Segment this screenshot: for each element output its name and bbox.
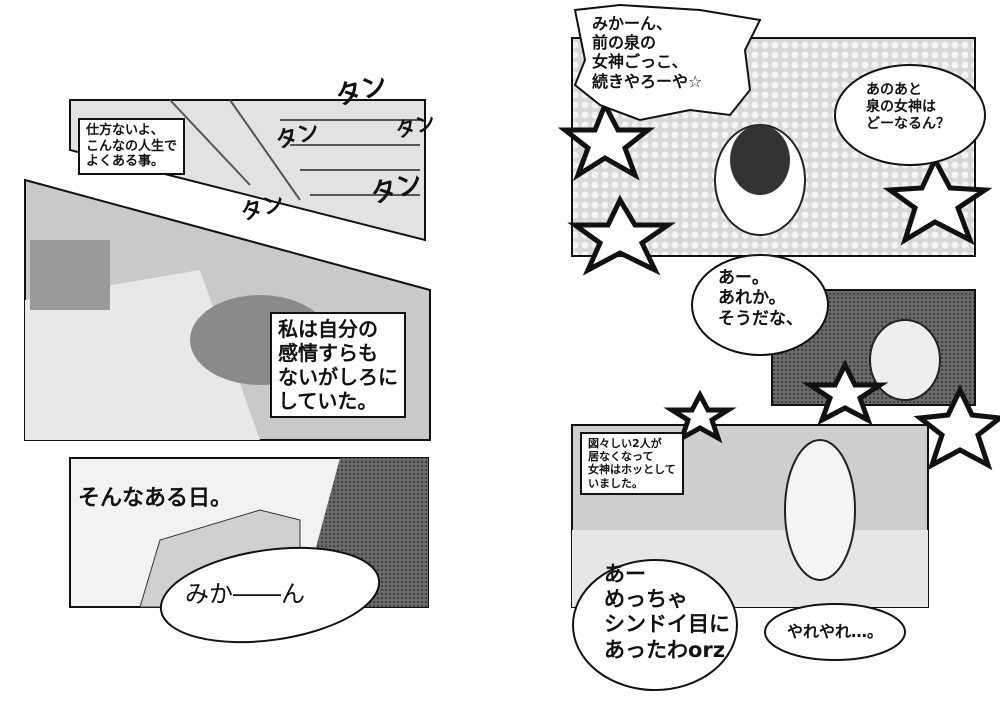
balloon-text: あのあと 泉の女神は どーなるん？ [866,82,950,132]
star-decoration [557,99,656,182]
balloon-text: みかーん、 前の泉の 女神ごっこ、 続きやろーや☆ [592,14,703,91]
star-decoration [663,389,737,444]
speech-balloon [691,254,829,356]
balloon-text: あー めっちゃ シンドイ目に あったわorz [604,562,730,662]
caption-box: 図々しい2人が 居なくなって 女神はホッとして いました。 [580,432,684,495]
balloon-text: あー。 あれか。 そうだな、 [718,268,803,329]
star-decoration [801,359,889,426]
caption-box: 仕方ないよ、 こんなの人生で よくある事。 [78,118,186,175]
speech-balloon-shout [573,3,762,122]
star-decoration [567,194,677,276]
balloon-text: みか――ん [185,580,305,608]
star-decoration [882,154,993,246]
caption-box: 私は自分の 感情すらも ないがしろに していた。 [270,312,406,418]
speech-balloon [159,546,381,644]
star-decoration [913,384,1000,471]
speech-balloon [764,603,906,661]
speech-balloon [572,559,738,691]
speech-balloon [834,64,986,166]
balloon-text: やれやれ…。 [787,622,884,641]
narration-text: そんなある日。 [78,486,233,511]
